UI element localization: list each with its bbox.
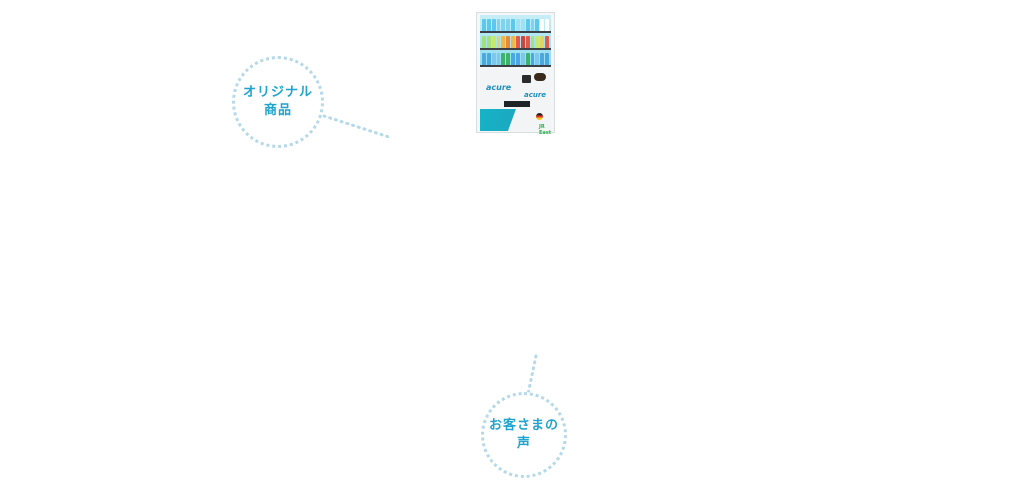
bottle-product (482, 36, 486, 48)
bottle-product (535, 36, 540, 48)
original-products-label-line1: オリジナル (242, 85, 313, 100)
bottle-product (516, 19, 520, 31)
bottle-product (491, 53, 496, 65)
bottle-product (491, 36, 496, 48)
shelf-rail (480, 48, 551, 50)
bottle-product (540, 53, 545, 65)
bottle-product (545, 53, 550, 65)
bottle-product (506, 53, 511, 65)
jr-east-logo: JR East (539, 124, 552, 136)
bottle-product (482, 19, 486, 31)
customer-voice-bubble[interactable]: お客さまの 声 (481, 392, 567, 478)
customer-voice-label-line1: お客さまの (488, 418, 559, 433)
bottle-product (486, 19, 491, 31)
original-products-bubble[interactable]: オリジナル 商品 (232, 56, 324, 148)
connector-original (322, 114, 394, 140)
bottle-product (511, 53, 516, 65)
product-shelf-bottom (482, 50, 550, 65)
bottle-product (506, 36, 511, 48)
product-shelf-top (482, 16, 550, 31)
bottle-product (540, 19, 545, 31)
bottle-product (491, 19, 496, 31)
bottle-product (486, 36, 491, 48)
bottle-product (525, 36, 530, 48)
bottle-product (496, 53, 501, 65)
emblem-icon (536, 113, 543, 120)
bottle-product (501, 36, 506, 48)
vending-machine-image: acure acure JR East (476, 12, 555, 136)
coin-slot (522, 75, 531, 83)
bottle-product (535, 19, 540, 31)
bottle-product (501, 19, 506, 31)
bottle-product (530, 53, 535, 65)
customer-voice-label-line2: 声 (516, 436, 531, 451)
bottle-product (482, 53, 486, 65)
brand-logo-small: acure (486, 83, 512, 92)
bottle-product (525, 53, 530, 65)
machine-lower-panel: acure acure JR East (480, 69, 551, 136)
brand-logo-large: acure (524, 91, 547, 99)
bottle-product (535, 53, 540, 65)
product-display-window (480, 15, 551, 67)
product-outlet (504, 101, 530, 107)
bottle-product (511, 36, 516, 48)
bottle-product (540, 36, 545, 48)
bottle-product (545, 36, 550, 48)
bottle-product (501, 53, 506, 65)
product-shelf-middle (482, 33, 550, 48)
teal-swoosh-graphic (480, 109, 551, 131)
shelf-rail (480, 65, 551, 67)
bottle-product (520, 53, 525, 65)
bottle-product (506, 19, 511, 31)
shelf-rail (480, 31, 551, 33)
ic-card-reader (534, 73, 546, 81)
bottle-product (516, 53, 520, 65)
bottle-product (496, 19, 501, 31)
original-products-label-line2: 商品 (263, 103, 292, 118)
bottle-product (530, 36, 535, 48)
bottle-product (530, 19, 535, 31)
connector-voice (526, 354, 538, 396)
bottle-product (486, 53, 491, 65)
bottle-product (525, 19, 530, 31)
bottle-product (520, 36, 525, 48)
bottle-product (516, 36, 520, 48)
bottle-product (520, 19, 525, 31)
bottle-product (496, 36, 501, 48)
bottle-product (511, 19, 516, 31)
bottle-product (545, 19, 550, 31)
